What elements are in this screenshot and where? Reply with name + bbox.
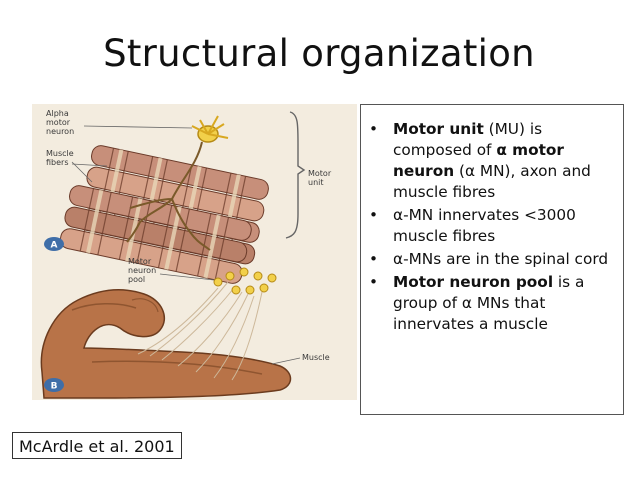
bullet-dot-icon: • xyxy=(369,206,379,224)
muscle-fibers-bundle xyxy=(59,145,269,284)
label-motor-neuron-pool-3: pool xyxy=(128,275,145,284)
label-alpha-motor-neuron-2: motor xyxy=(46,118,71,127)
bullet-list: • Motor unit (MU) is composed of α motor… xyxy=(361,105,623,335)
bullet-dot-icon: • xyxy=(369,273,379,291)
illustration-svg: Alpha motor neuron Muscle fibers Motor u… xyxy=(40,109,332,399)
bullet-item-motor-unit: • Motor unit (MU) is composed of α motor… xyxy=(369,119,615,203)
label-muscle-fibers-1: Muscle xyxy=(46,149,74,158)
label-motor-unit-2: unit xyxy=(308,178,324,187)
bullet-text-box: • Motor unit (MU) is composed of α motor… xyxy=(360,104,624,415)
bullet-dot-icon: • xyxy=(369,120,379,138)
bullet-text: (α MN), axon and muscle fibres xyxy=(393,162,591,201)
panel-a-label: A xyxy=(51,241,58,251)
alpha-motor-neuron xyxy=(126,115,229,251)
motor-neuron-pool xyxy=(137,267,277,381)
panel-a-marker: A xyxy=(44,237,64,251)
label-motor-neuron-pool-2: neuron xyxy=(128,266,156,275)
bullet-item-innervation: • α-MN innervates <3000 muscle fibres xyxy=(369,205,615,247)
term-motor-unit: Motor unit xyxy=(393,120,484,138)
citation-box: McArdle et al. 2001 xyxy=(12,432,182,459)
motor-unit-bracket xyxy=(285,111,306,239)
label-muscle-fibers-2: fibers xyxy=(46,158,69,167)
bullet-text: α-MNs are in the spinal cord xyxy=(393,250,609,268)
term-motor-neuron-pool: Motor neuron pool xyxy=(393,273,554,291)
motor-unit-illustration: Alpha motor neuron Muscle fibers Motor u… xyxy=(32,104,357,400)
label-muscle: Muscle xyxy=(302,353,330,362)
panel-b-marker: B xyxy=(44,378,64,392)
label-alpha-motor-neuron-3: neuron xyxy=(46,127,74,136)
bullet-item-spinal-cord: • α-MNs are in the spinal cord xyxy=(369,249,615,270)
bullet-text: α-MN innervates <3000 muscle fibres xyxy=(393,206,576,245)
label-motor-neuron-pool-1: Motor xyxy=(128,257,152,266)
arm-illustration xyxy=(40,289,292,399)
term-alpha-motor-neuron: α motor neuron xyxy=(393,141,564,180)
panel-b-label: B xyxy=(51,382,58,392)
bullet-text: (MU) is composed of xyxy=(393,120,543,159)
bullet-item-motor-neuron-pool: • Motor neuron pool is a group of α MNs … xyxy=(369,272,615,335)
label-motor-unit-1: Motor xyxy=(308,169,332,178)
bullet-dot-icon: • xyxy=(369,250,379,268)
label-alpha-motor-neuron-1: Alpha xyxy=(46,109,69,118)
bullet-text: is a group of α MNs that innervates a mu… xyxy=(393,273,585,333)
slide-title: Structural organization xyxy=(103,32,535,75)
